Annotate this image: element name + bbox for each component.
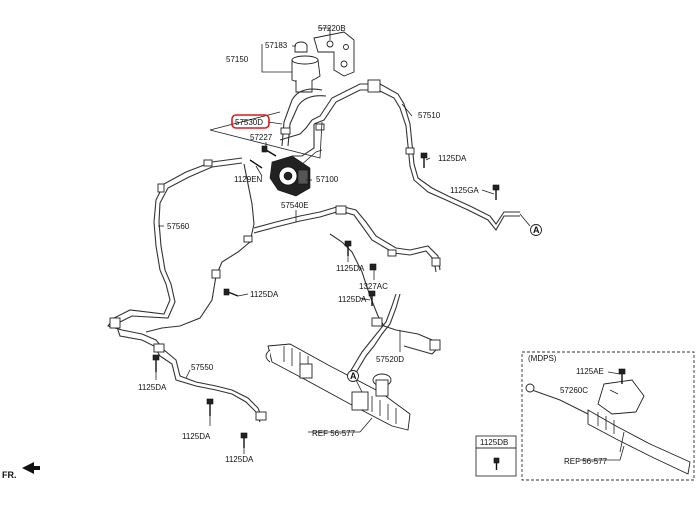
label-mdps: (MDPS)	[528, 354, 557, 363]
bolt-1125DA-b	[223, 288, 239, 297]
label-57183: 57183	[265, 41, 288, 50]
label-1125DA-g: 1125DA	[225, 455, 254, 464]
return-tube-57540E	[145, 163, 441, 333]
part-1125DB-box	[475, 435, 517, 477]
reservoir-tank	[291, 41, 321, 93]
leader-lines	[155, 27, 625, 461]
callout-a-bottom	[347, 370, 363, 393]
front-direction-arrow	[22, 462, 40, 474]
bolt-1125DA-a	[420, 152, 428, 168]
reservoir-bracket	[313, 31, 355, 77]
label-57100: 57100	[316, 175, 339, 184]
label-ref-mdps: REF 56-577	[564, 457, 608, 466]
highlight-57530D	[231, 114, 270, 129]
label-1125DA-b: 1125DA	[250, 290, 279, 299]
label-57227: 57227	[250, 133, 273, 142]
bolt-1129EN	[249, 159, 263, 169]
label-1125DB: 1125DB	[480, 438, 508, 447]
label-1125DA-c: 1125DA	[336, 264, 365, 273]
label-ref-main: REF 56-577	[312, 429, 356, 438]
label-57220B: 57220B	[318, 24, 346, 33]
label-57260C: 57260C	[560, 386, 588, 395]
label-1125DA-d: 1125DA	[338, 295, 367, 304]
suction-hose	[280, 88, 327, 147]
bolt-1125DA-d	[368, 290, 376, 306]
label-1125DA-a: 1125DA	[438, 154, 467, 163]
bolt-1125DA-f	[206, 398, 214, 416]
bolt-1125DA-g	[240, 432, 248, 448]
label-57150: 57150	[226, 55, 249, 64]
callout-a-top	[519, 213, 542, 236]
label-57540E: 57540E	[281, 201, 309, 210]
bolt-1125GA	[492, 184, 500, 200]
bolt-57227	[261, 145, 277, 157]
label-57560: 57560	[167, 222, 190, 231]
callout-a-bottom-label: A	[350, 371, 357, 381]
pressure-hose	[279, 79, 520, 231]
bolt-1125DA-e	[152, 354, 160, 372]
label-1125GA: 1125GA	[450, 186, 479, 195]
label-57510: 57510	[418, 111, 441, 120]
label-1327AC: 1327AC	[359, 282, 388, 291]
return-tube-57560	[107, 157, 267, 423]
steering-gear-main	[265, 343, 411, 431]
label-57550: 57550	[191, 363, 214, 372]
label-1129EN: 1129EN	[234, 175, 263, 184]
callout-a-top-label: A	[533, 225, 540, 235]
nut-1327AC	[369, 263, 377, 271]
power-steering-pump	[269, 149, 323, 197]
label-57530D: 57530D	[235, 118, 263, 127]
label-1125DA-e: 1125DA	[138, 383, 167, 392]
label-fr: FR.	[2, 470, 17, 480]
label-1125DA-f: 1125DA	[182, 432, 211, 441]
pressure-tube-57520D	[329, 233, 441, 377]
bolt-1125DA-c	[344, 240, 352, 256]
label-57520D: 57520D	[376, 355, 404, 364]
mdps-box	[521, 351, 695, 481]
label-1125AE: 1125AE	[576, 367, 604, 376]
